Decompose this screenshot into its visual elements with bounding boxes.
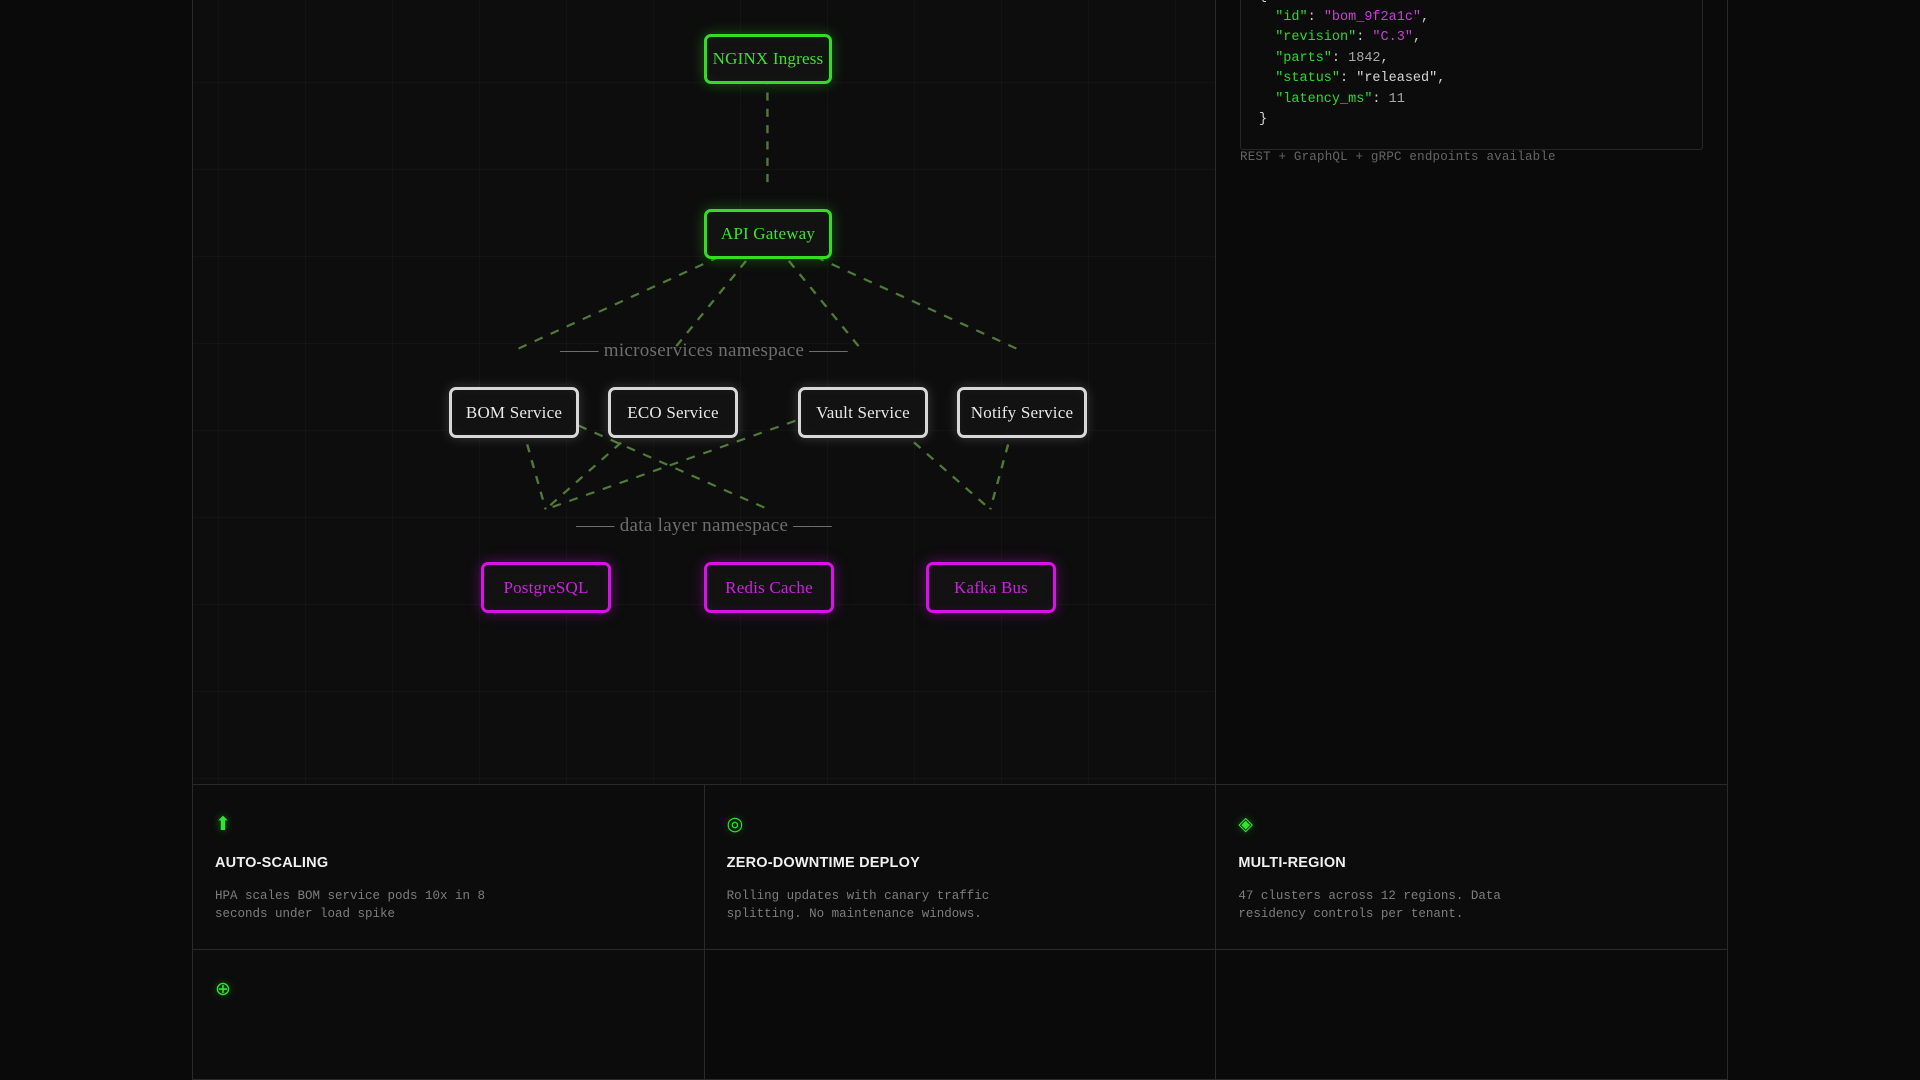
json-token: : (1331, 50, 1349, 66)
diagram-node-eco[interactable]: ECO Service (608, 387, 738, 438)
feature-card-description: HPA scales BOM service pods 10x in 8 sec… (215, 889, 486, 921)
json-token: "bom_9f2a1c" (1323, 9, 1422, 25)
json-token: "revision" (1275, 30, 1357, 45)
namespace-band-label-1: —— data layer namespace —— (576, 515, 832, 536)
json-token: "status" (1275, 71, 1341, 86)
json-line: "status": "released", (1259, 69, 1684, 90)
json-code-block[interactable]: { "id": "bom_9f2a1c", "revision": "C.3",… (1240, 0, 1703, 150)
architecture-diagram[interactable]: —— microservices namespace —— —— data lay… (193, 0, 1216, 784)
diagram-node-kafka[interactable]: Kafka Bus (926, 562, 1056, 613)
feature-cards-grid: ⬆ AUTO-SCALING HPA scales BOM service pods… (192, 785, 1728, 1080)
arrow-up-icon: ⬆ (215, 814, 231, 835)
json-token: "released" (1356, 71, 1438, 86)
json-token: , (1437, 71, 1446, 86)
feature-card[interactable]: ⬆ AUTO-SCALING HPA scales BOM service pods… (193, 785, 705, 950)
namespace-band-label-0: —— microservices namespace —— (560, 340, 848, 361)
json-line: } (1259, 110, 1684, 131)
diagram-node-vault[interactable]: Vault Service (798, 387, 928, 438)
diagram-node-redis[interactable]: Redis Cache (704, 562, 834, 613)
diagram-node-gateway[interactable]: API Gateway (704, 209, 832, 259)
json-token: "latency_ms" (1275, 91, 1373, 107)
feature-card-title: MULTI-REGION (1238, 855, 1346, 871)
json-line: "latency_ms": 11 (1259, 90, 1684, 111)
feature-card[interactable]: ◎ ZERO-DOWNTIME DEPLOY Rolling updates wit… (704, 785, 1217, 950)
feature-card-description: Rolling updates with canary traffic spli… (726, 889, 990, 921)
plus-circle-icon: ⊕ (215, 979, 231, 1000)
feature-card[interactable]: ◈ MULTI-REGION 47 clusters across 12 regio… (1216, 785, 1728, 950)
json-token: 11 (1388, 91, 1405, 107)
json-token: , (1421, 9, 1430, 25)
diamond-icon: ◈ (1238, 814, 1253, 835)
feature-card[interactable]: ⊕ (193, 950, 705, 1080)
grid-filler-cell (704, 950, 1217, 1080)
json-token: : (1307, 9, 1324, 25)
diagram-node-bom[interactable]: BOM Service (449, 387, 579, 438)
json-token: } (1259, 112, 1268, 127)
feature-card-title: ZERO-DOWNTIME DEPLOY (726, 855, 920, 871)
diagram-node-postgres[interactable]: PostgreSQL (481, 562, 611, 613)
json-response-pane: { "id": "bom_9f2a1c", "revision": "C.3",… (1216, 0, 1727, 784)
json-line: { (1259, 0, 1684, 8)
json-token: , (1412, 30, 1422, 45)
feature-card-description: 47 clusters across 12 regions. Data resi… (1238, 889, 1501, 921)
json-line: "revision": "C.3", (1259, 28, 1684, 49)
json-token: "parts" (1275, 50, 1332, 66)
json-line: "id": "bom_9f2a1c", (1259, 8, 1684, 29)
target-icon: ◎ (726, 814, 744, 835)
json-token: "id" (1275, 9, 1308, 25)
json-caption: REST + GraphQL + gRPC endpoints availabl… (1240, 150, 1556, 164)
json-line: "parts": 1842, (1259, 49, 1684, 70)
json-token: "C.3" (1372, 30, 1413, 45)
top-section: —— microservices namespace —— —— data lay… (192, 0, 1728, 785)
json-token: : (1340, 71, 1357, 86)
json-token: { (1259, 0, 1267, 4)
diagram-node-notify[interactable]: Notify Service (957, 387, 1087, 438)
json-token: 1842 (1348, 50, 1381, 66)
grid-filler-cell (1216, 950, 1728, 1080)
json-token: , (1380, 50, 1389, 66)
json-token: : (1372, 91, 1389, 107)
diagram-node-nginx[interactable]: NGINX Ingress (704, 34, 832, 84)
json-token: : (1356, 30, 1373, 45)
feature-card-title: AUTO-SCALING (215, 855, 329, 871)
